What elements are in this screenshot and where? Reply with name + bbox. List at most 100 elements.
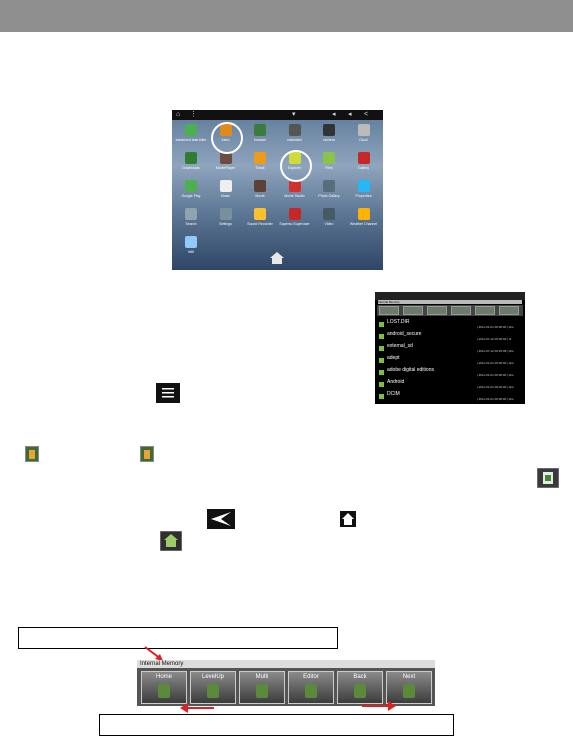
app-icon[interactable]: Clock [347,124,381,150]
folder-icon [379,358,384,363]
app-label: Files [325,166,333,170]
app-icon[interactable]: Search [174,208,208,234]
app-icon[interactable]: Properties [347,180,381,206]
folder-name: android_secure [387,331,422,337]
highlight-circle [280,150,312,182]
back-button[interactable] [475,306,495,315]
app-glyph [288,180,301,192]
home-folder-icon [160,531,182,551]
app-icon[interactable]: Wifi [174,236,208,262]
app-glyph [323,208,335,220]
list-item[interactable]: adobe digital editions| 2011-01-01 00:00… [377,367,525,378]
app-icon[interactable]: Files [312,152,346,178]
app-glyph [254,180,266,192]
app-icon[interactable]: Settings [209,208,243,234]
app-icon[interactable]: Gallery [347,152,381,178]
toolbar-button-label: Editor [303,674,319,680]
app-glyph [357,180,370,192]
toolbar-title: Internal Memory [137,660,435,668]
right-arrow [362,701,396,711]
list-item[interactable]: Android| 2011-01-01 00:02:00 | drw [377,379,525,390]
folder-date: | 2011-01-01 00:02:00 | drw [477,385,514,389]
toolbar-button-icon [158,684,170,698]
menu-icon [156,383,180,403]
app-icon[interactable]: Google Play [174,180,208,206]
folder-date: | 2011-01-01 00:00:00 | drw [477,325,514,329]
app-icon[interactable]: Movie Studio [278,180,312,206]
folder-icon [379,382,384,387]
toolbar-button[interactable]: Editor [288,671,334,704]
app-icon[interactable]: Weather Channel [347,208,381,234]
app-icon[interactable]: Downloads [174,152,208,178]
app-label: Clock [359,138,368,142]
folder-date: | 2011-01-01 00:00:00 | drw [477,373,514,377]
app-glyph [185,124,197,136]
toolbar-button-label: Home [155,674,172,680]
list-item[interactable]: LOST.DIR | 2011-01-01 00:00:00 | drw [377,319,525,330]
system-back-icon [207,509,235,529]
toolbar-button-icon [207,684,219,698]
app-label: Properties [355,194,372,198]
app-icon[interactable]: advanced task killer [174,124,208,150]
toolbar-button-icon [256,684,268,698]
toolbar-button[interactable]: LevelUp [190,671,236,704]
app-label: Video [324,222,334,226]
list-item[interactable]: external_sd | 2011-07-12 00:45:38 | drw [377,343,525,354]
folder-date: | 2011-07-12 00:00:00 | dr [477,337,512,341]
toolbar-button[interactable]: Back [337,671,383,704]
folder-date: | 2011-07-12 00:45:38 | drw [477,349,514,353]
app-glyph [185,152,197,164]
toolbar-button[interactable]: Next [386,671,432,704]
app-icon[interactable]: camera [312,124,346,150]
app-glyph [288,208,301,220]
app-label: Weather Channel [349,222,378,226]
app-icon[interactable]: calculator [278,124,312,150]
toolbar-button[interactable]: Home [141,671,187,704]
list-item[interactable]: android_secure | 2011-07-12 00:00:00 | dr [377,331,525,342]
next-button[interactable] [499,306,519,315]
app-glyph [185,180,197,192]
app-glyph [254,152,266,164]
file-manager-screenshot: Internal Memory LOST.DIR | 2011-01-01 00:… [375,292,525,404]
file-toolbar [377,305,523,316]
home-button-icon[interactable] [270,252,284,264]
caption-box-bottom [99,714,454,736]
app-icon[interactable]: browser [243,124,277,150]
app-glyph [357,152,370,164]
levelup-icon [537,468,559,488]
app-label: Email [255,166,265,170]
app-glyph [219,180,232,192]
app-label: Movie Studio [284,194,305,198]
usb-icon: ⋮ [190,111,197,118]
app-icon[interactable]: Supersu Superuser [278,208,312,234]
app-icon[interactable]: Music [209,180,243,206]
folder-name: LOST.DIR [387,319,410,325]
folder-date: | 2011-01-01 00:00:00 | drw [477,361,514,365]
highlight-circle [211,122,243,154]
path-label: Internal Memory [378,300,522,304]
folder-icon [379,394,384,399]
toolbar-button[interactable]: Multi [239,671,285,704]
app-icon[interactable]: Email [243,152,277,178]
multi-button[interactable] [427,306,447,315]
left-arrow [180,703,214,713]
app-glyph [219,208,232,220]
app-icon[interactable]: Video [312,208,346,234]
folder-name: external_sd [387,343,413,349]
app-icon[interactable]: Photo Gallery [312,180,346,206]
caption-box-top [18,627,338,649]
list-item[interactable]: adept| 2011-01-01 00:00:00 | drw [377,355,525,366]
list-item[interactable]: DCIM| 2011-01-01 00:00:00 | drw [377,391,525,402]
app-icon[interactable]: Sound Recorder [243,208,277,234]
back-icon: < [364,111,369,118]
app-glyph [254,208,266,220]
editor-button[interactable] [451,306,471,315]
app-label: Sound Recorder [247,222,273,226]
levelup-button[interactable] [403,306,423,315]
folder-icon [379,322,384,327]
app-icon[interactable]: MoviePlayer [209,152,243,178]
app-label: Photo Gallery [318,194,340,198]
app-glyph [288,124,301,136]
app-icon[interactable]: Movie [243,180,277,206]
home-button[interactable] [379,306,399,315]
